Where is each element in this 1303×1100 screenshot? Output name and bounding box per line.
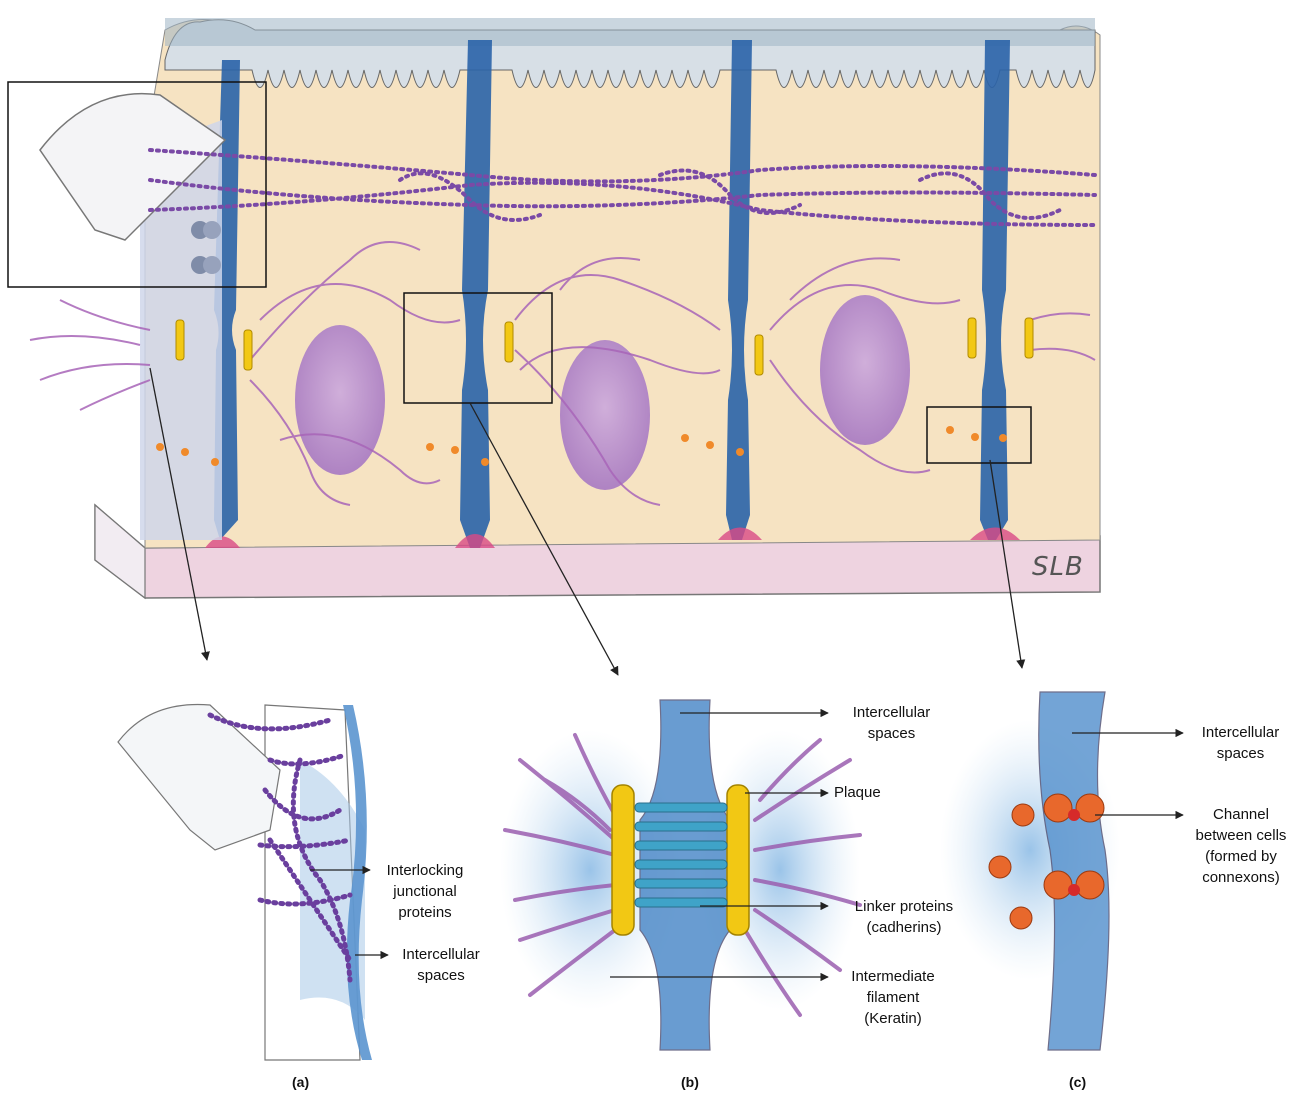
panel-b-plaque-right [727,785,749,935]
label-line: connexons) [1185,867,1297,888]
label-line: (formed by [1185,846,1297,867]
panel-b-desmosome [500,700,860,1050]
label-line: Linker proteins [834,896,974,917]
caption-a: (a) [292,1074,309,1090]
label-line: spaces [390,965,492,986]
label-line: Intermediate [834,966,952,987]
label-line: Intercellular [1188,722,1293,743]
artist-signature: SLB [1032,552,1084,582]
tissue-illustration [8,18,1100,675]
label-line: spaces [834,723,949,744]
label-line: Plaque [834,782,904,803]
nucleus [820,295,910,445]
label-line: Intercellular [834,702,949,723]
panel-b-intercellular-space [640,700,730,1050]
label-interlocking-junctional-proteins: Interlocking junctional proteins [375,860,475,923]
label-line: (Keratin) [834,1008,952,1029]
label-line: (cadherins) [834,917,974,938]
caption-b: (b) [681,1074,699,1090]
panel-a-tight-junction [118,704,388,1060]
cell-border-4 [980,40,1010,540]
label-panel-c-intercellular-spaces: Intercellular spaces [1188,722,1293,764]
label-linker-proteins: Linker proteins (cadherins) [834,896,974,938]
label-plaque: Plaque [834,782,904,803]
panel-b-plaque-left [612,785,634,935]
label-line: Channel [1185,804,1297,825]
label-line: filament [834,987,952,1008]
nucleus [295,325,385,475]
label-line: proteins [375,902,475,923]
label-panel-b-intercellular-spaces: Intercellular spaces [834,702,949,744]
panel-c-gap-junction [940,692,1183,1050]
label-intermediate-filament: Intermediate filament (Keratin) [834,966,952,1029]
label-channel-between-cells: Channel between cells (formed by connexo… [1185,804,1297,888]
label-line: Interlocking [375,860,475,881]
label-panel-a-intercellular-spaces: Intercellular spaces [390,944,492,986]
label-line: Intercellular [390,944,492,965]
caption-c: (c) [1069,1074,1086,1090]
label-line: spaces [1188,743,1293,764]
label-line: junctional [375,881,475,902]
label-line: between cells [1185,825,1297,846]
